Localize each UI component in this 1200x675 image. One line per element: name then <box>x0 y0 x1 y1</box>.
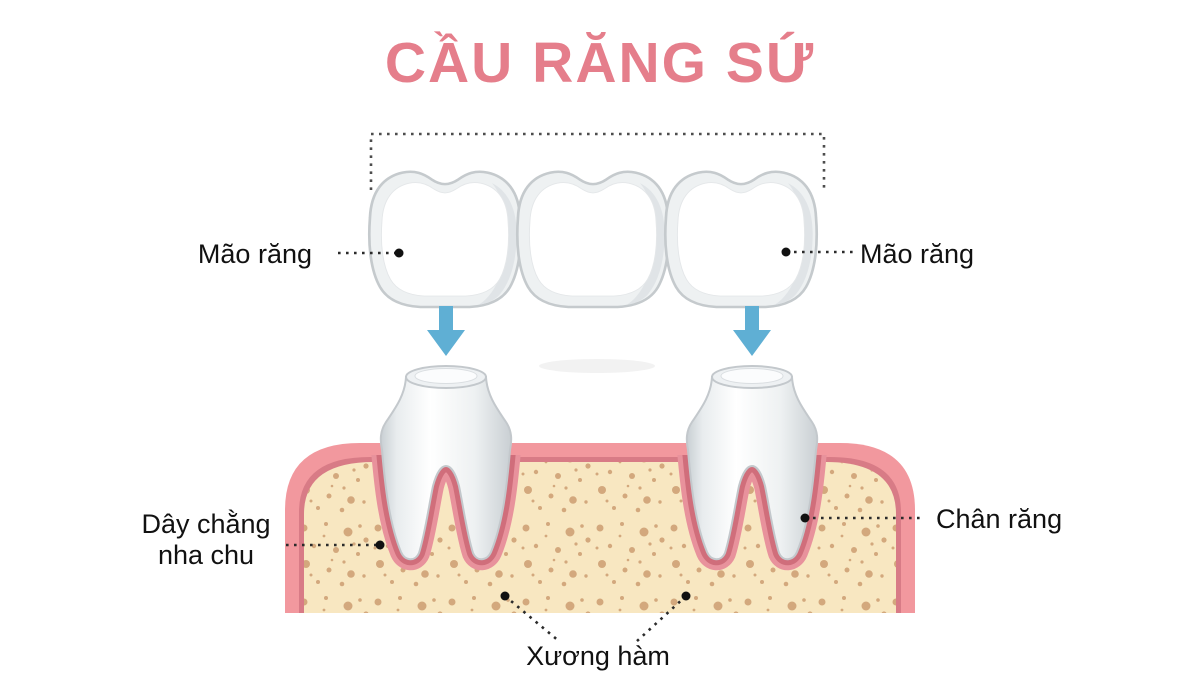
crown-middle <box>515 170 671 309</box>
leader-dot-ligament <box>375 540 385 550</box>
page-title: CẦU RĂNG SỨ <box>384 31 816 95</box>
label-jawbone: Xương hàm <box>526 641 670 671</box>
label-periodontal-ligament: Dây chằng nha chu <box>128 509 284 571</box>
leader-dot-jawbone-right <box>681 591 691 601</box>
label-periodontal-ligament-line2: nha chu <box>157 540 255 570</box>
label-crown-left: Mão răng <box>197 239 312 269</box>
down-arrow-right-icon <box>733 306 771 356</box>
leader-line-jawbone-right <box>635 595 687 643</box>
crown-right <box>663 170 819 309</box>
pontic-shadow <box>539 359 655 373</box>
leader-dot-crown-left <box>394 248 404 258</box>
bridge-bracket <box>369 132 826 190</box>
leader-dot-crown-right <box>781 247 791 257</box>
leader-dot-jawbone-left <box>500 591 510 601</box>
label-tooth-root: Chân răng <box>936 504 1063 534</box>
label-periodontal-ligament-line1: Dây chằng <box>141 509 271 539</box>
label-crown-right: Mão răng <box>860 239 975 269</box>
leader-dot-root <box>800 513 810 523</box>
crown-left <box>367 170 523 309</box>
down-arrow-left-icon <box>427 306 465 356</box>
